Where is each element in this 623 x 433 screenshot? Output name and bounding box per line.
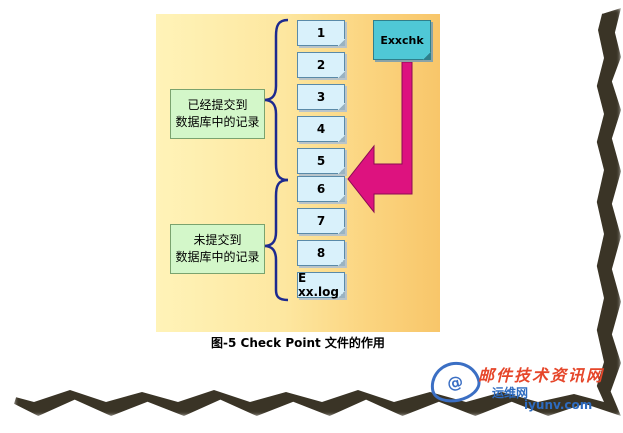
uncommitted-label-line-2: 数据库中的记录 <box>175 250 260 264</box>
committed-brace <box>263 18 289 182</box>
checkpoint-diagram: 已经提交到 数据库中的记录 未提交到 数据库中的记录 1 2 3 4 5 6 7… <box>156 14 440 332</box>
uncommitted-brace <box>263 178 289 302</box>
figure-caption: 图-5 Check Point 文件的作用 <box>211 336 385 350</box>
watermark-subtitle: 运维网 <box>492 386 529 400</box>
torn-paper: 已经提交到 数据库中的记录 未提交到 数据库中的记录 1 2 3 4 5 6 7… <box>4 2 604 402</box>
record-5: 5 <box>297 148 345 174</box>
watermark-domain: iyunv.com <box>524 398 593 412</box>
log-file-record: E xx.log <box>297 271 345 299</box>
uncommitted-label-line-1: 未提交到 <box>193 233 242 247</box>
watermark-title: 邮件技术资讯网 <box>478 366 605 385</box>
committed-label-line-2: 数据库中的记录 <box>175 115 260 129</box>
uncommitted-records-label: 未提交到 数据库中的记录 <box>170 224 265 274</box>
record-1: 1 <box>297 20 345 46</box>
record-4: 4 <box>297 116 345 142</box>
record-7: 7 <box>297 208 345 234</box>
record-2: 2 <box>297 52 345 78</box>
mail-at-icon: @ <box>426 357 484 407</box>
committed-records-label: 已经提交到 数据库中的记录 <box>170 89 265 139</box>
site-watermark: @ 邮件技术资讯网 运维网 iyunv.com <box>426 356 620 416</box>
record-6: 6 <box>297 176 345 202</box>
record-3: 3 <box>297 84 345 110</box>
record-8: 8 <box>297 240 345 266</box>
checkpoint-file: Exxchk <box>373 20 431 60</box>
committed-label-line-1: 已经提交到 <box>187 98 248 112</box>
checkpoint-arrow <box>347 61 413 214</box>
